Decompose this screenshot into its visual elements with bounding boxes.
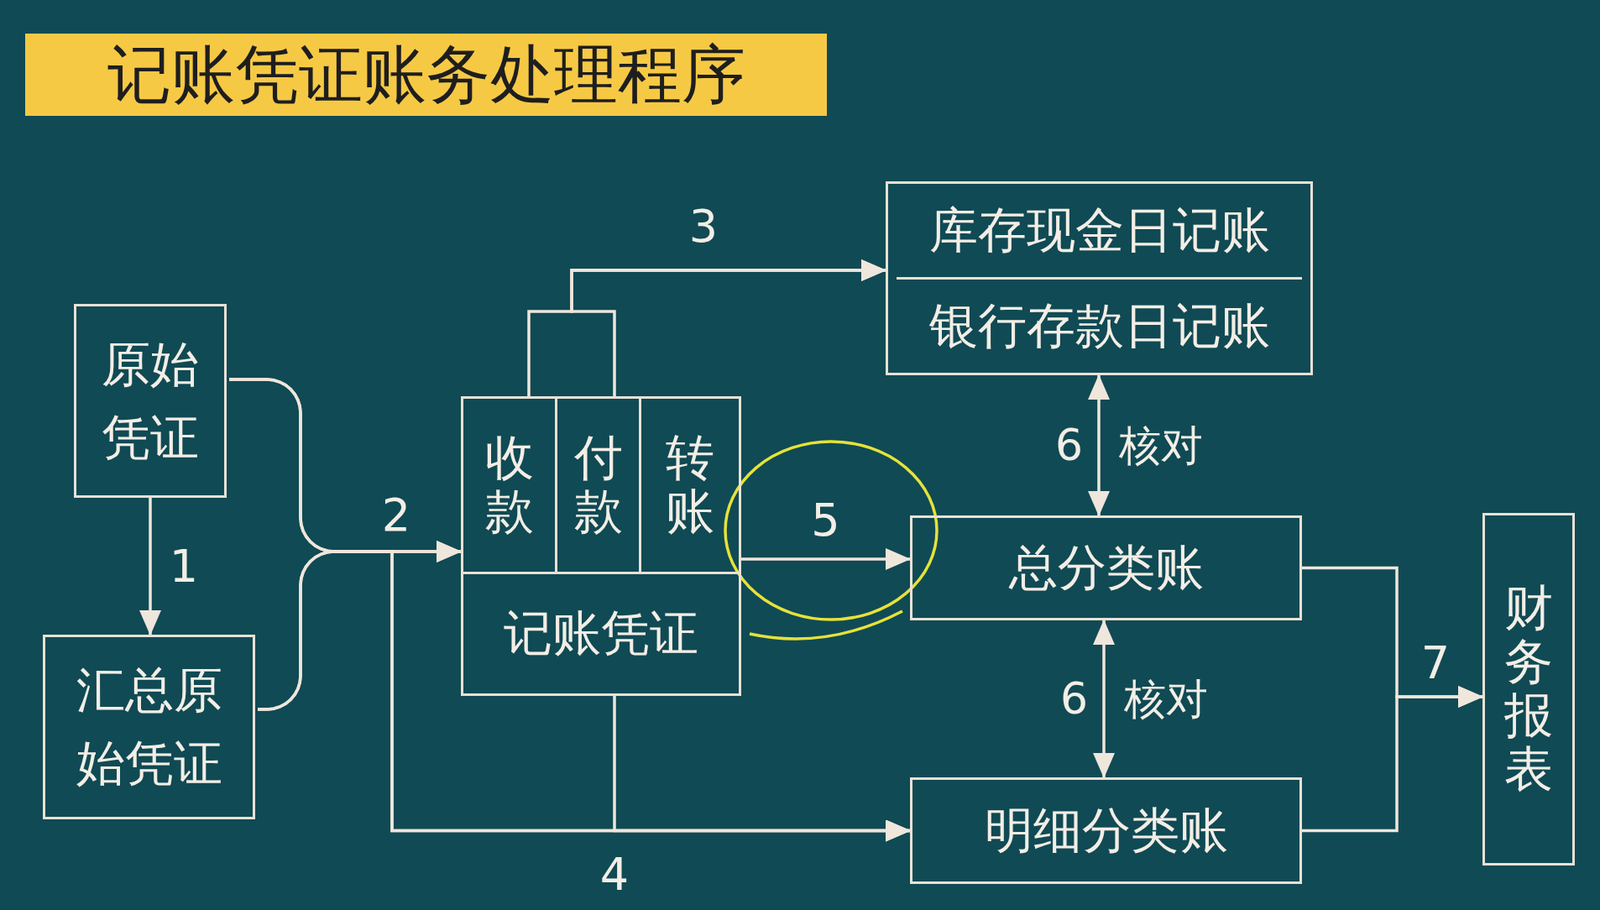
- payment-voucher-cell: 付款: [554, 396, 642, 575]
- box-label: 原始凭证: [101, 328, 199, 475]
- flow-arrow: [571, 270, 886, 397]
- flow-arrow: [148, 497, 152, 635]
- edge-label: 核对: [1124, 675, 1208, 722]
- callout-number: 6: [1055, 421, 1083, 470]
- box-label: 收款: [485, 431, 534, 539]
- box-label: 财务报表: [1504, 581, 1553, 796]
- flow-arrow: [1097, 375, 1101, 516]
- title-text: 记账凭证账务处理程序: [107, 39, 746, 110]
- box-label: 汇总原始凭证: [76, 653, 223, 800]
- edge-label: 核对: [1118, 422, 1203, 469]
- subsidiary-ledger-box: 明细分类账: [909, 777, 1302, 884]
- flow-arrow: [1102, 620, 1106, 778]
- box-label: 转账: [665, 431, 715, 539]
- highlight-circle: [725, 441, 937, 620]
- flow-arrow: [614, 695, 910, 832]
- flow-arrow: [1301, 696, 1483, 832]
- box-label: 明细分类账: [984, 801, 1229, 861]
- edge-label: 1: [169, 541, 199, 591]
- transfer-voucher-cell: 转账: [638, 396, 742, 575]
- summary-voucher-box: 汇总原始凭证: [42, 634, 256, 820]
- flow-arrow: [1301, 568, 1483, 698]
- title-banner: 记账凭证账务处理程序: [25, 33, 827, 116]
- flow-arrow: [741, 557, 910, 561]
- journal-book-box: 库存现金日记账银行存款日记账: [885, 181, 1313, 376]
- edge-label: 3: [689, 201, 718, 251]
- box-label: 银行存款日记账: [896, 277, 1302, 373]
- flow-arrow: [257, 551, 461, 710]
- callout-number: 6: [1060, 674, 1088, 723]
- flow-arrow: [229, 379, 910, 832]
- edge-label: 5: [810, 495, 840, 545]
- box-label: 记账凭证: [503, 604, 699, 664]
- source-voucher-box: 原始凭证: [73, 303, 227, 498]
- flow-arrow: [528, 270, 886, 397]
- general-ledger-box: 总分类账: [909, 515, 1302, 621]
- box-label: 总分类账: [1009, 538, 1204, 598]
- receipt-voucher-cell: 收款: [460, 396, 558, 575]
- edge-label: 4: [600, 849, 629, 900]
- flow-arrow: [229, 379, 461, 552]
- box-label: 库存现金日记账: [896, 183, 1302, 278]
- financial-statement-box: 财务报表: [1482, 512, 1575, 866]
- flow-arrow: [257, 551, 910, 832]
- box-label: 付款: [574, 431, 623, 539]
- edge-label: 2: [381, 490, 411, 540]
- journal-voucher-box: 记账凭证 收款付款转账: [460, 396, 742, 696]
- highlight-stroke: [749, 611, 903, 639]
- edge-label: 7: [1421, 637, 1450, 688]
